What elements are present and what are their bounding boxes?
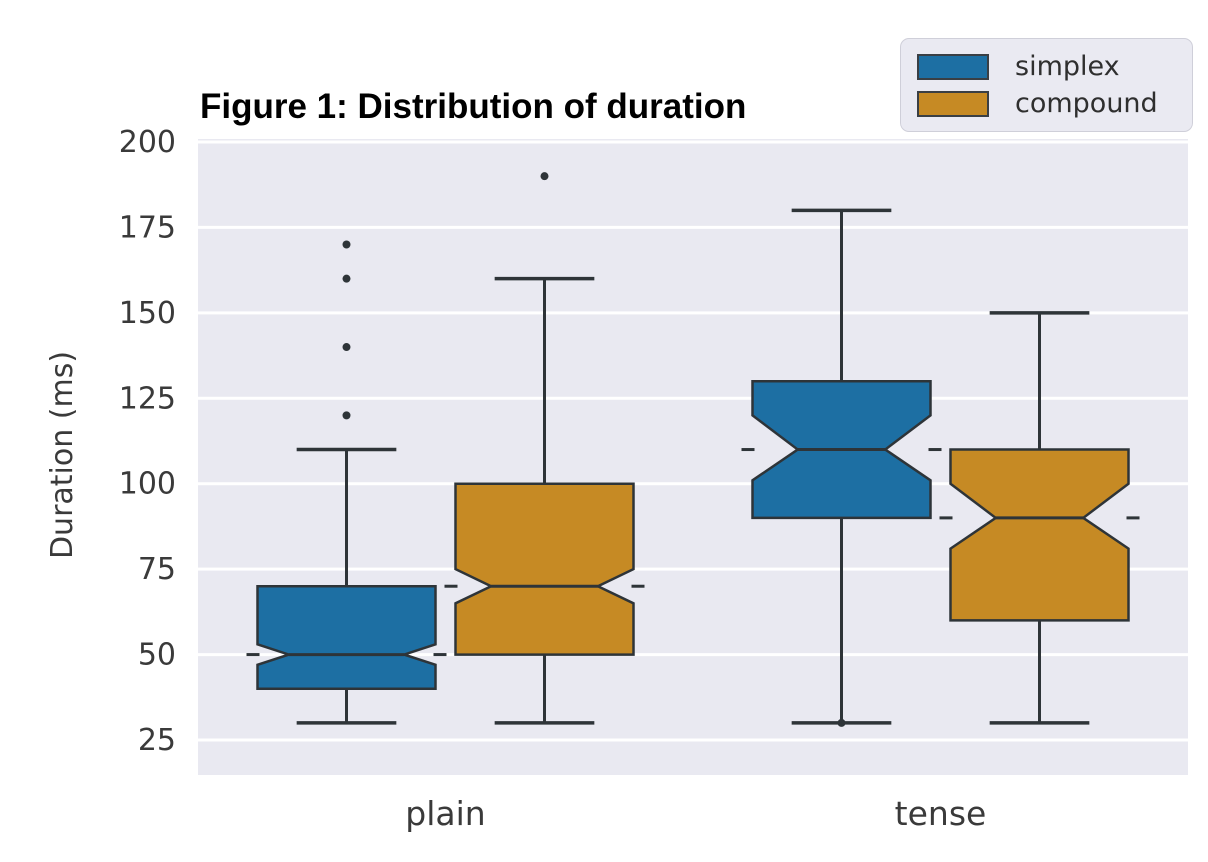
x-axis-tick-labels: plain tense bbox=[405, 794, 986, 833]
y-tick-75: 75 bbox=[138, 552, 176, 587]
y-tick-50: 50 bbox=[138, 638, 176, 673]
box-simplex-plain bbox=[246, 240, 447, 725]
box-body bbox=[949, 448, 1130, 622]
y-axis-tick-labels: 25 50 75 100 125 150 175 200 bbox=[119, 125, 176, 758]
simplex-color-swatch bbox=[917, 53, 989, 80]
chart-title: Figure 1: Distribution of duration bbox=[200, 87, 746, 126]
box-body bbox=[454, 482, 635, 656]
y-tick-150: 150 bbox=[119, 296, 176, 331]
box-and-whisker-glyphs bbox=[246, 172, 1140, 727]
outlier-120 bbox=[342, 411, 351, 420]
legend-item-compound: compound bbox=[917, 90, 1176, 117]
outlier-190 bbox=[540, 172, 549, 181]
y-axis-label: Duration (ms) bbox=[45, 351, 80, 559]
box-simplex-tense bbox=[741, 208, 942, 727]
box-compound-plain bbox=[444, 172, 645, 725]
outlier-30 bbox=[837, 718, 846, 727]
x-tick-tense: tense bbox=[895, 794, 987, 833]
y-tick-200: 200 bbox=[119, 125, 176, 160]
y-tick-175: 175 bbox=[119, 210, 176, 245]
legend-label-compound: compound bbox=[1015, 88, 1158, 119]
legend-item-simplex: simplex bbox=[917, 53, 1176, 80]
y-tick-25: 25 bbox=[138, 723, 176, 758]
box-body bbox=[256, 584, 437, 690]
compound-color-swatch bbox=[917, 90, 989, 117]
outlier-160 bbox=[342, 274, 351, 283]
y-tick-125: 125 bbox=[119, 381, 176, 416]
outlier-170 bbox=[342, 240, 351, 249]
y-tick-100: 100 bbox=[119, 467, 176, 502]
legend: simplex compound bbox=[900, 38, 1193, 132]
outlier-140 bbox=[342, 343, 351, 352]
legend-label-simplex: simplex bbox=[1015, 51, 1120, 82]
box-compound-tense bbox=[939, 311, 1140, 725]
x-tick-plain: plain bbox=[405, 794, 485, 833]
